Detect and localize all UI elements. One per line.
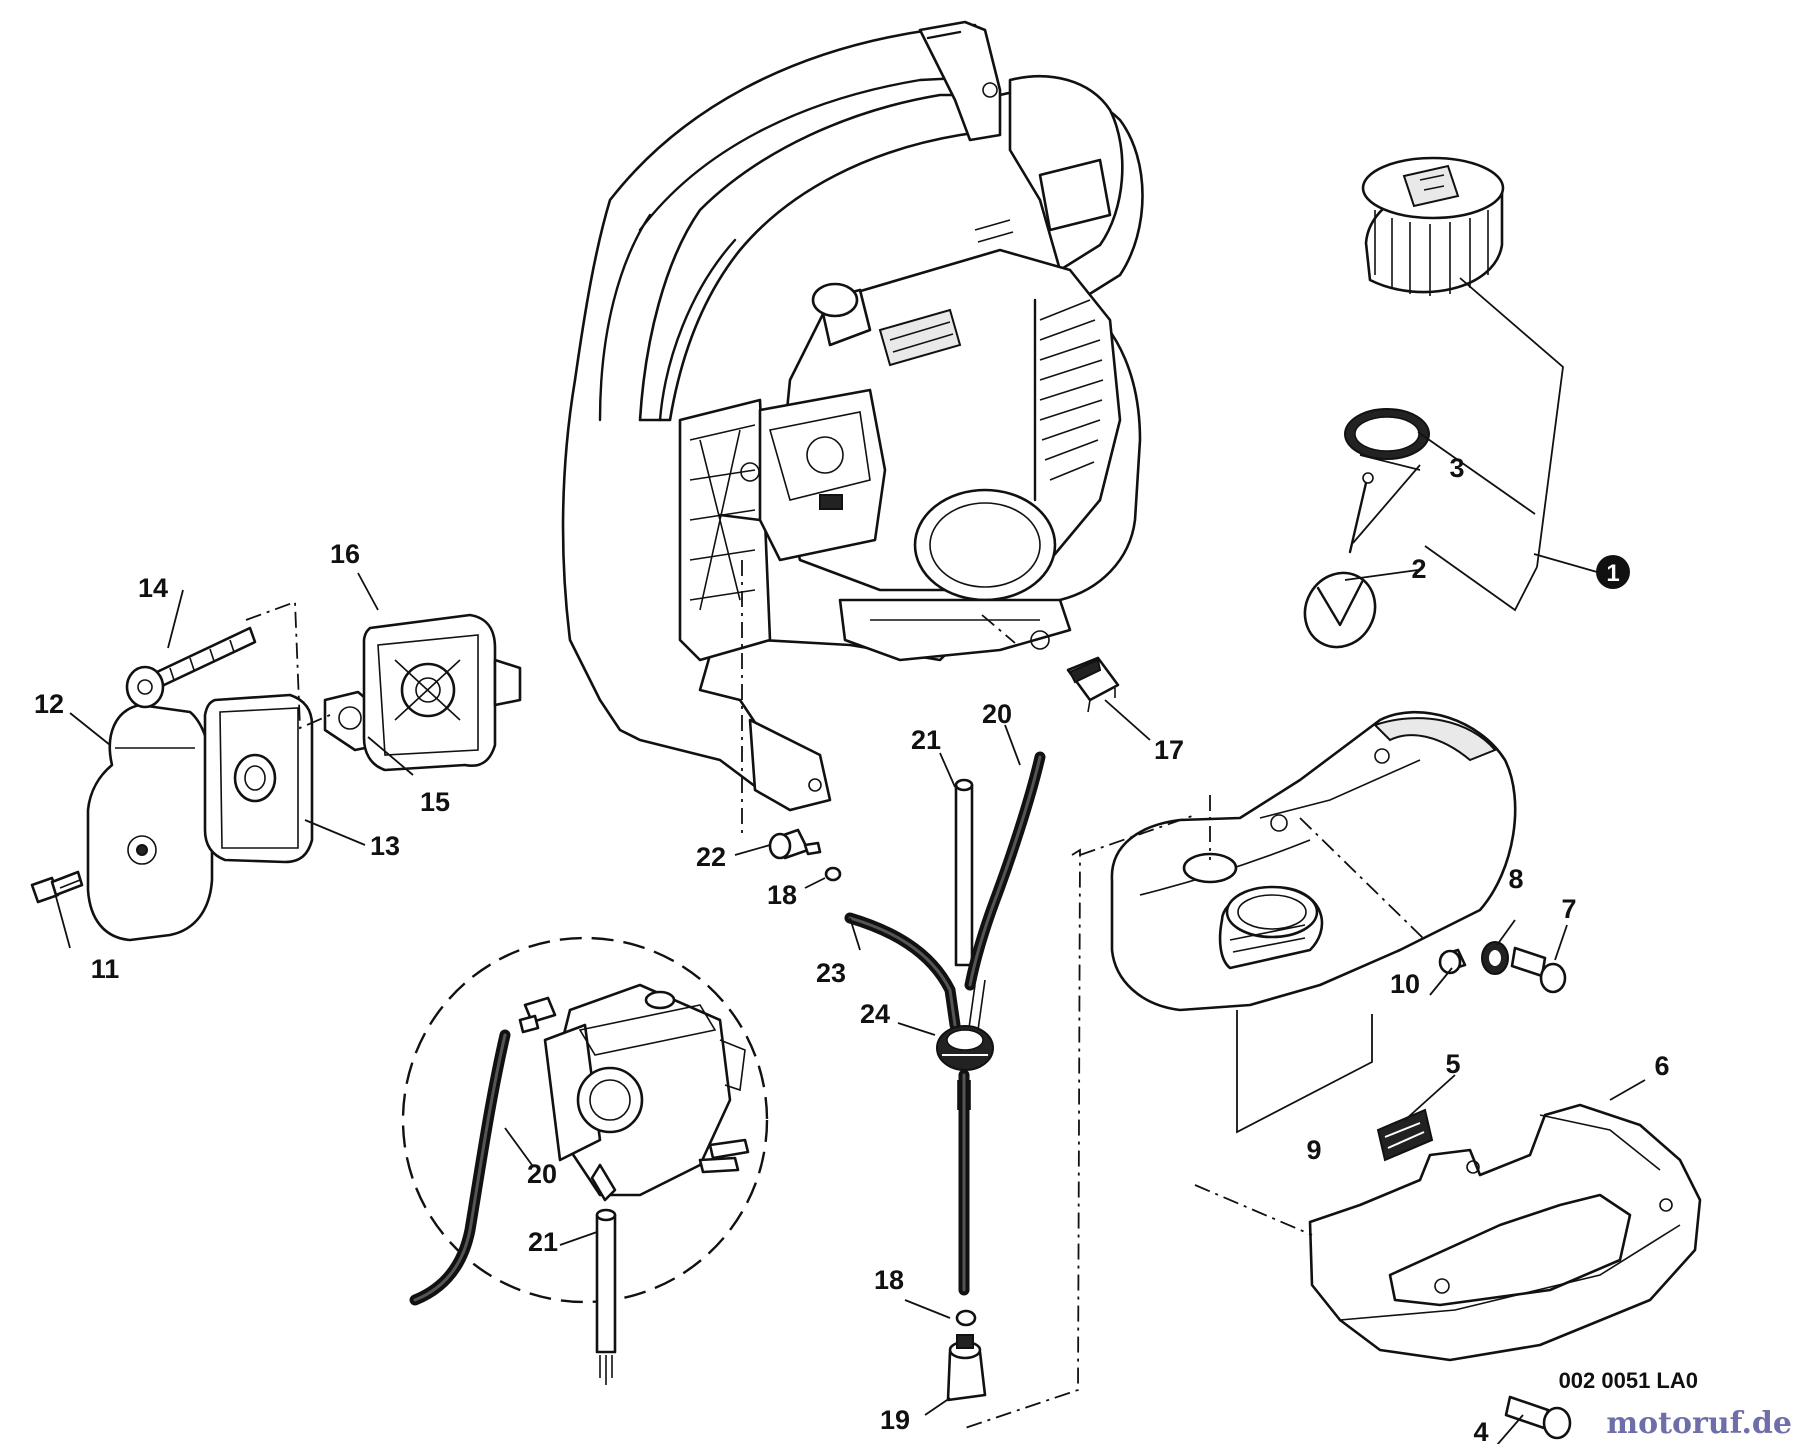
callout-18a: 18 — [767, 880, 797, 910]
fuel-grommet — [936, 1025, 994, 1071]
callout-5: 5 — [1445, 1049, 1460, 1079]
cap-gasket — [1344, 408, 1430, 460]
callout-7: 7 — [1561, 894, 1576, 924]
assembly-lines — [741, 560, 1426, 1429]
callout-23: 23 — [816, 958, 846, 988]
o-ring-lower — [955, 1309, 977, 1327]
o-ring-upper — [824, 866, 842, 882]
callout-16: 16 — [330, 539, 360, 569]
fuel-strainer — [946, 1334, 987, 1402]
leader-lines — [54, 454, 1646, 1446]
callout-9: 9 — [1306, 1135, 1321, 1165]
check-valve — [768, 828, 822, 860]
callout-12: 12 — [34, 689, 64, 719]
callout-6: 6 — [1654, 1051, 1669, 1081]
inset-circle — [401, 936, 769, 1304]
callout-17: 17 — [1154, 735, 1184, 765]
inset-tube — [595, 1208, 617, 1385]
washer — [1481, 941, 1509, 975]
guard-bolt — [1504, 1395, 1572, 1440]
callout-1: 1 — [1606, 560, 1619, 587]
long-bolt — [125, 626, 257, 709]
wing-bolt — [30, 870, 84, 904]
callout-19: 19 — [880, 1405, 910, 1435]
purge-hose-core — [848, 916, 957, 1027]
fuel-tank — [1110, 710, 1517, 1012]
callout-15: 15 — [420, 787, 450, 817]
air-cleaner-cover — [86, 703, 214, 942]
carburetor-inset — [518, 983, 750, 1202]
short-tube — [954, 778, 974, 967]
callout-11: 11 — [91, 954, 120, 984]
fuel-filter-pickup — [1303, 472, 1377, 649]
blower-housing — [561, 20, 1144, 812]
air-filter — [203, 693, 314, 864]
callout-20a: 20 — [982, 699, 1012, 729]
suction-hose-fiber — [957, 1080, 971, 1110]
fuel-cap — [1361, 156, 1505, 296]
callout-3: 3 — [1449, 453, 1464, 483]
bracket-tank — [1236, 1010, 1373, 1134]
air-cleaner-case — [362, 613, 522, 772]
grommet — [1438, 948, 1467, 975]
return-hose-core — [968, 755, 1042, 987]
bolt-axis-line — [245, 600, 331, 730]
inset-fuel-hose-core — [413, 1033, 507, 1302]
drawing-code: 002 0051 LA0 — [1559, 1368, 1698, 1393]
callout-22: 22 — [696, 842, 726, 872]
callout-24: 24 — [860, 999, 890, 1029]
callout-10: 10 — [1390, 969, 1420, 999]
bracket-fuel-cap — [1417, 277, 1598, 612]
callout-14: 14 — [138, 573, 168, 603]
tank-guard — [1308, 1103, 1702, 1362]
callout-21a: 21 — [911, 725, 941, 755]
rubber-mount — [1066, 656, 1120, 713]
callout-2: 2 — [1411, 554, 1426, 584]
callout-8: 8 — [1508, 864, 1523, 894]
tank-bolt — [1510, 946, 1567, 994]
callout-20b: 20 — [527, 1159, 557, 1189]
rubber-pad — [1376, 1108, 1434, 1162]
callout-21b: 21 — [528, 1227, 558, 1257]
callout-13: 13 — [370, 831, 400, 861]
callout-18b: 18 — [874, 1265, 904, 1295]
callout-4: 4 — [1473, 1417, 1488, 1444]
carburetor-installed — [718, 388, 887, 562]
callouts: 1 2 3 4 5 6 7 8 9 10 11 12 13 14 15 16 1… — [34, 453, 1670, 1447]
callout-1-marker — [1596, 555, 1630, 589]
watermark: motoruf.de — [1606, 1406, 1792, 1441]
